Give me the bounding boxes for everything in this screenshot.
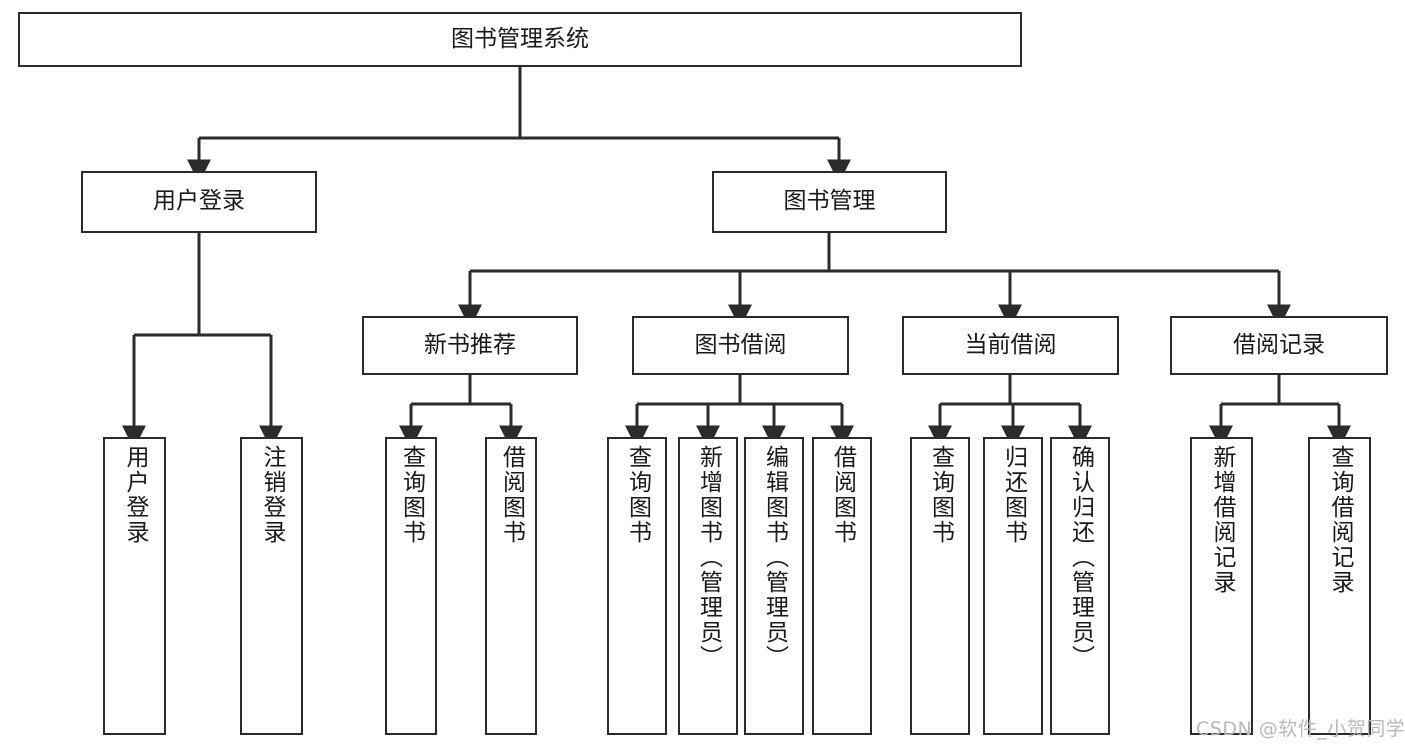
node-leaf-query-borrow-record[interactable]: 查询借阅记录 [1308,437,1371,735]
node-leaf-borrow-book-rec-label: 借阅图书 [498,445,525,545]
node-leaf-borrow-book[interactable]: 借阅图书 [812,437,872,735]
node-leaf-borrow-book-label: 借阅图书 [829,445,856,545]
node-leaf-query-book-borrow-label: 查询图书 [624,445,651,545]
node-book-manage[interactable]: 图书管理 [712,171,947,233]
node-leaf-user-logout[interactable]: 注销登录 [240,437,303,735]
node-book-borrow-label: 图书借阅 [694,331,787,358]
node-leaf-borrow-book-rec[interactable]: 借阅图书 [485,437,537,735]
node-leaf-user-login[interactable]: 用户登录 [103,437,166,735]
node-borrow-record[interactable]: 借阅记录 [1170,316,1388,375]
node-root[interactable]: 图书管理系统 [18,12,1022,67]
node-leaf-add-borrow-record-label: 新增借阅记录 [1209,445,1235,595]
node-book-borrow[interactable]: 图书借阅 [632,316,849,375]
node-root-label: 图书管理系统 [451,25,589,52]
node-leaf-query-book-rec[interactable]: 查询图书 [385,437,437,735]
node-leaf-edit-book-label: 编辑图书（管理员） [761,445,788,670]
node-leaf-edit-book[interactable]: 编辑图书（管理员） [744,437,804,735]
node-new-book-recommend-label: 新书推荐 [424,331,516,358]
node-leaf-add-book-label: 新增图书（管理员） [695,445,722,670]
node-leaf-return-book[interactable]: 归还图书 [983,437,1043,735]
node-book-manage-label: 图书管理 [783,188,876,215]
node-user-login[interactable]: 用户登录 [81,171,317,233]
node-new-book-recommend[interactable]: 新书推荐 [362,316,578,375]
node-borrow-record-label: 借阅记录 [1233,331,1325,358]
node-leaf-user-logout-label: 注销登录 [259,445,285,545]
node-leaf-query-book-cur-label: 查询图书 [927,445,954,545]
node-current-borrow-label: 当前借阅 [964,331,1057,358]
node-leaf-add-book[interactable]: 新增图书（管理员） [678,437,738,735]
node-leaf-query-borrow-record-label: 查询借阅记录 [1327,445,1353,595]
node-leaf-add-borrow-record[interactable]: 新增借阅记录 [1190,437,1253,735]
node-leaf-query-book-borrow[interactable]: 查询图书 [607,437,667,735]
node-leaf-return-book-label: 归还图书 [1000,445,1027,545]
node-leaf-query-book-rec-label: 查询图书 [398,445,425,545]
node-user-login-label: 用户登录 [153,188,245,215]
node-leaf-user-login-label: 用户登录 [122,445,148,545]
node-leaf-confirm-return[interactable]: 确认归还（管理员） [1050,437,1110,735]
node-leaf-confirm-return-label: 确认归还（管理员） [1067,445,1094,670]
node-current-borrow[interactable]: 当前借阅 [902,316,1119,375]
node-leaf-query-book-cur[interactable]: 查询图书 [910,437,970,735]
csdn-watermark: CSDN @软件_小贺同学 [1196,718,1405,740]
